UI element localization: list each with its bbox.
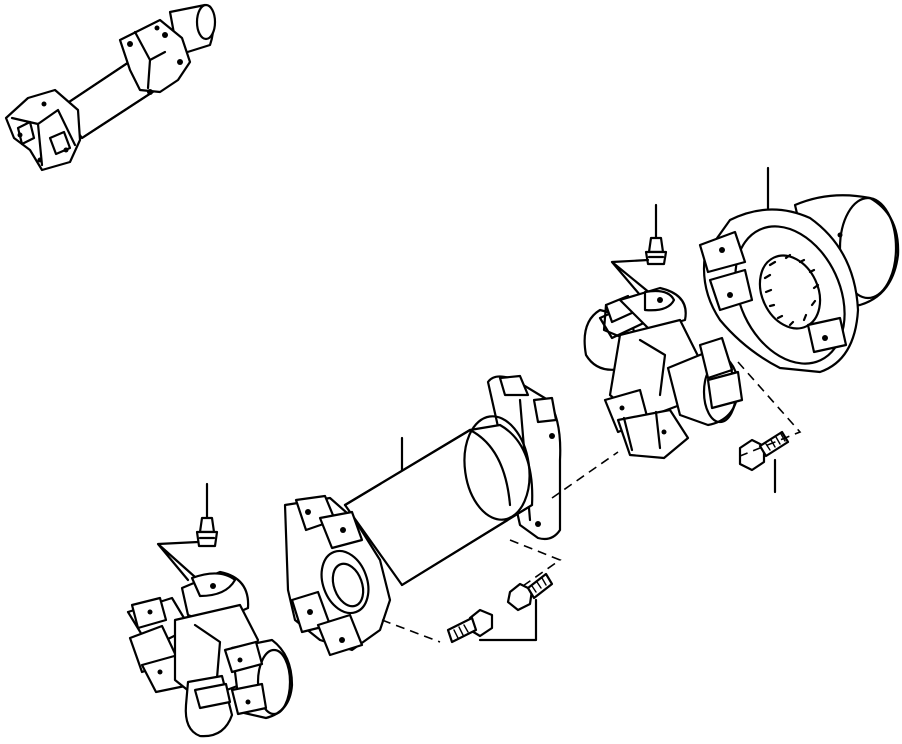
- lower-grease-fitting: [195, 482, 219, 548]
- assembled-drive-shaft: [4, 3, 217, 172]
- yoke-bolt: [737, 361, 802, 494]
- drive-flange-yoke: [698, 166, 900, 374]
- upper-grease-fitting: [644, 203, 668, 266]
- tube-yoke-bolts: [381, 539, 562, 644]
- drive-shaft-tube: [283, 374, 619, 657]
- upper-universal-joint-cross: [583, 258, 744, 460]
- lower-universal-joint-cross: [126, 540, 294, 738]
